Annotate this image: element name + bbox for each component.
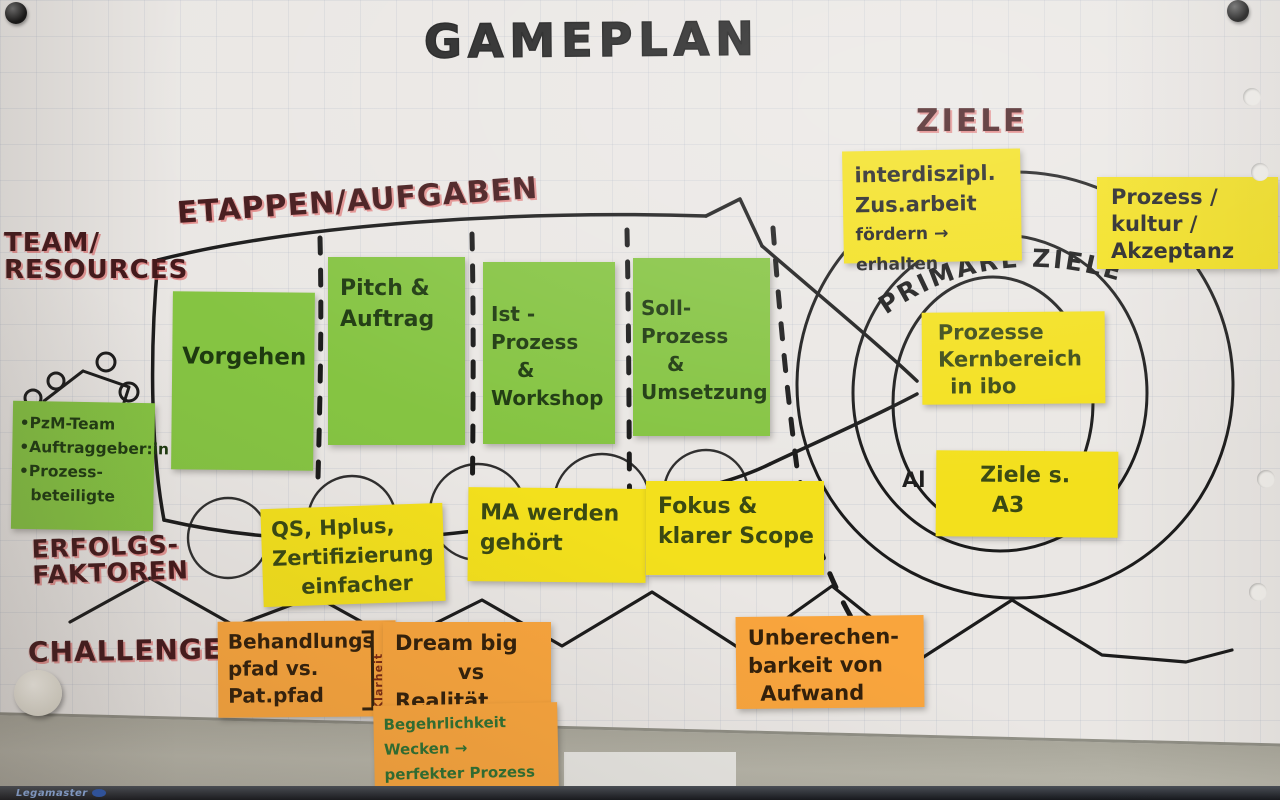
note-line: perfekter Prozess (384, 762, 536, 784)
team-table-sketch (23, 351, 140, 417)
sticky-note-team-resources: •PzM-Team •Auftraggeber:in •Prozess- bet… (10, 400, 170, 532)
note-line: •PzM-Team (19, 413, 116, 434)
note-line: Zus.arbeit (854, 191, 977, 218)
note-line: Prozess / (1111, 185, 1218, 209)
note-line: •Auftraggeber:in (19, 437, 170, 459)
sticky-note-ist-prozess: Ist -Prozess & Workshop (483, 262, 615, 444)
fish-body-top-line (156, 212, 708, 262)
note-line: in ibo (950, 373, 1017, 399)
note-line: Prozesse (937, 319, 1044, 345)
note-line: Behandlungs (227, 628, 375, 654)
push-pin-icon (1227, 0, 1249, 22)
note-line: Begehrlichkeit (383, 713, 507, 734)
punch-hole (1243, 88, 1261, 106)
note-line: & (667, 352, 685, 376)
note-line: Aufwand (760, 680, 865, 706)
note-line: interdiszipl. (854, 160, 996, 188)
note-line: & (517, 358, 535, 382)
note-line: Zertifizierung (271, 541, 434, 571)
punch-hole (1257, 470, 1275, 488)
heading-team-line2: RESOURCES (4, 255, 189, 286)
sticky-note-begehrlichkeit: Begehrlichkeit Wecken → perfekter Prozes… (373, 702, 559, 792)
note-line: Vorgehen (182, 343, 307, 371)
fish-lower-jaw (768, 392, 919, 466)
sticky-note-soll-prozess: Soll- Prozess & Umsetzung (633, 258, 770, 436)
note-line: beteiligte (30, 486, 116, 506)
sticky-note-ma-gehoert: MA werden gehört (467, 487, 647, 583)
note-line: MA werden (480, 500, 620, 527)
punch-hole (1251, 163, 1269, 181)
note-line: kultur / (1111, 212, 1198, 236)
note-line: Soll- Prozess (641, 296, 729, 348)
note-line: einfacher (300, 570, 414, 599)
fish-left-edge (150, 258, 166, 522)
mountain-line (68, 576, 1234, 664)
note-line: Pat.pfad (228, 682, 324, 708)
sticky-note-interdisziplinaer: interdiszipl. Zus.arbeit fördern → erhal… (842, 148, 1022, 275)
heading-erfolg-line2: FAKTOREN (31, 555, 190, 590)
fish-upper-jaw (760, 244, 919, 383)
sticky-note-unberechenbarkeit: Unberechen- barkeit von Aufwand (735, 615, 925, 709)
note-line: Unberechen- (747, 624, 900, 650)
covered-text-fragment: Al (902, 468, 926, 492)
note-line: Workshop (491, 386, 604, 410)
sticky-note-ziele-a3: Ziele s. A3 (935, 450, 1119, 538)
sticky-note-prozesskultur: Prozess / kultur / Akzeptanz (1097, 177, 1278, 269)
brand-logo: Legamaster (16, 787, 88, 799)
push-pin-icon (5, 2, 27, 24)
sticky-note-pitch-auftrag: Pitch & Auftrag (328, 257, 465, 445)
brand-logo-icon (91, 789, 106, 797)
punch-hole (1249, 583, 1267, 601)
note-line: pfad vs. (227, 655, 319, 681)
note-line: Fokus & (658, 494, 758, 519)
note-line: Ist -Prozess (491, 302, 579, 354)
note-line: A3 (991, 492, 1025, 518)
marker-tray: Legamaster (0, 786, 1280, 800)
note-line: fördern → erhalten (855, 223, 949, 276)
note-line: Kernbereich (937, 346, 1083, 372)
note-line: Umsetzung (641, 380, 768, 404)
note-line: Dream big (395, 631, 518, 655)
note-line: gehört (479, 530, 563, 557)
heading-team-resources: TEAM/ RESOURCES (4, 228, 189, 286)
heading-challenges: CHALLENGES (27, 632, 245, 669)
note-line: barkeit von (747, 652, 883, 678)
note-line: Pitch & (340, 276, 430, 301)
sticky-note-vorgehen: Vorgehen (171, 291, 315, 471)
heading-ziele: ZIELE (916, 103, 1028, 139)
note-line: •Prozess- (18, 461, 104, 482)
sticky-note-fokus-scope: Fokus & klarer Scope (646, 481, 824, 575)
note-line: Ziele s. (980, 462, 1071, 489)
heading-erfolgsfaktoren: ERFOLGS- FAKTOREN (31, 530, 190, 590)
note-line: Akzeptanz (1111, 239, 1235, 263)
magnet-icon (14, 670, 62, 716)
sticky-note-behandlungspfad: Behandlungs pfad vs. Pat.pfad Klarheit (217, 620, 397, 718)
sticky-note-qs-hplus: QS, Hplus, Zertifizierung einfacher (260, 502, 446, 608)
note-line: Auftrag (340, 307, 435, 332)
heading-team-line1: TEAM/ (4, 228, 100, 258)
board-title: GAMEPLAN (423, 11, 761, 69)
sticky-note-kernbereich: Prozesse Kernbereich in ibo (921, 311, 1106, 405)
note-line: Wecken → (383, 738, 468, 759)
note-line: klarer Scope (658, 524, 814, 549)
note-line: vs (457, 660, 485, 684)
fish-fin (704, 197, 764, 248)
